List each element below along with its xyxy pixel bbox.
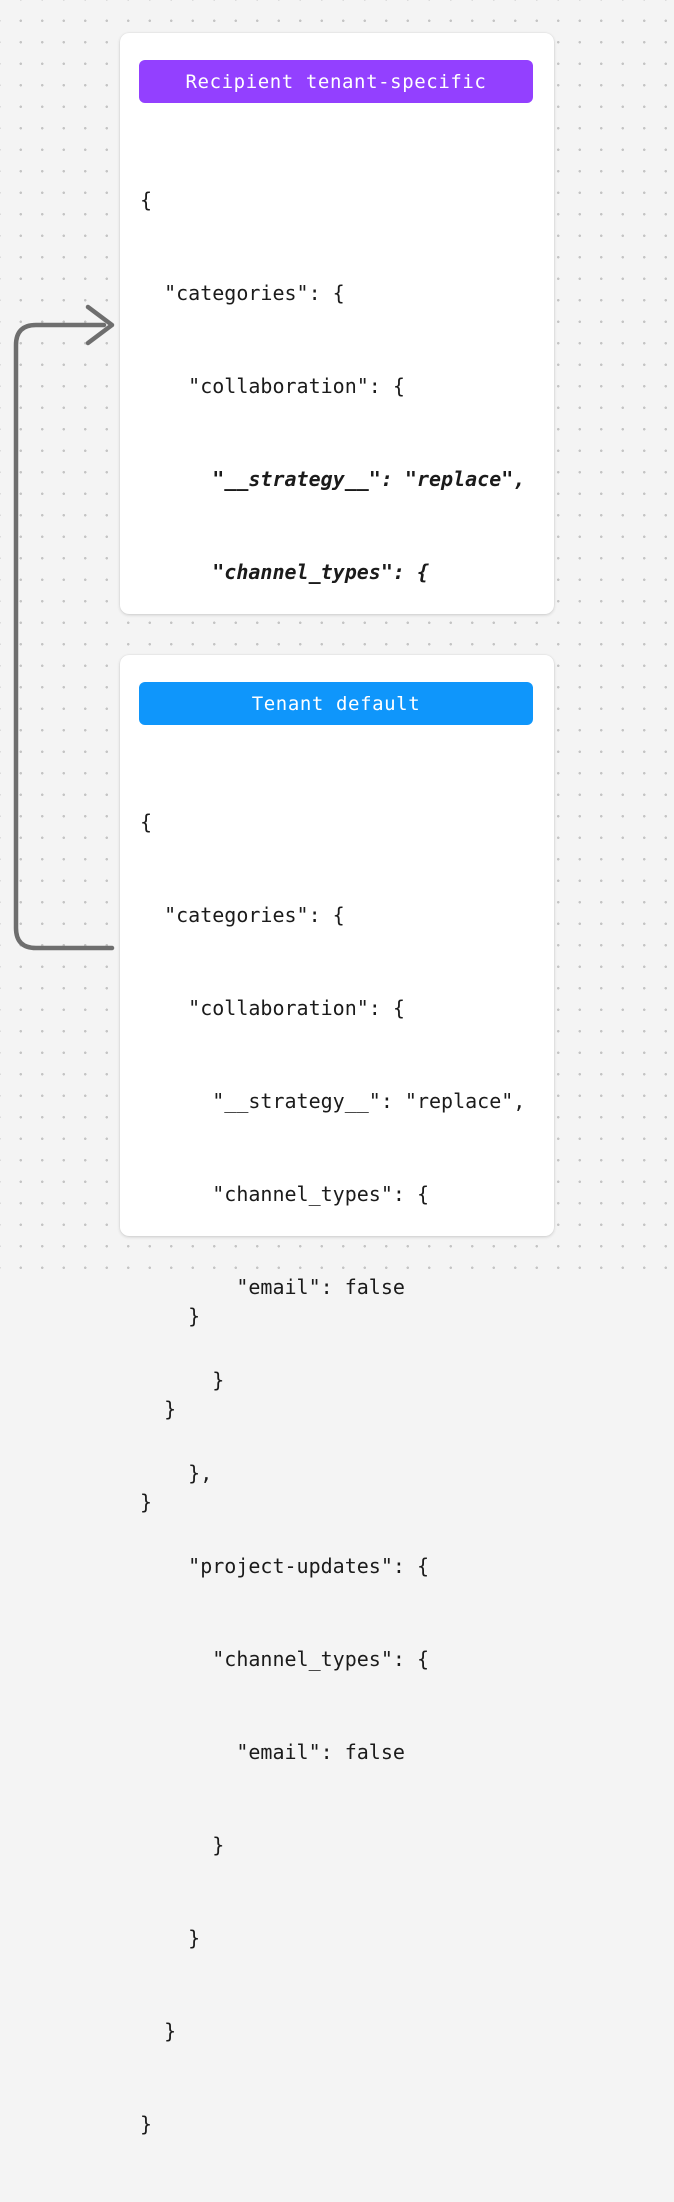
code-line: "collaboration": { (140, 996, 405, 1020)
code-line: "channel_types": { (140, 1647, 429, 1671)
code-line: }, (140, 1461, 213, 1485)
code-line: "__strategy__": "replace", (140, 467, 526, 491)
code-line: "collaboration": { (140, 374, 405, 398)
code-line: "email": false (140, 1275, 405, 1299)
code-line: "channel_types": { (140, 1182, 429, 1206)
code-line: "categories": { (140, 281, 345, 305)
badge-tenant-default: Tenant default (139, 682, 533, 725)
code-line: "project-updates": { (140, 1554, 429, 1578)
card-recipient-tenant-specific: Recipient tenant-specific { "categories"… (120, 33, 554, 1514)
code-line: } (140, 1368, 225, 1392)
code-line: } (140, 1833, 225, 1857)
code-line: "__strategy__": "replace", (140, 1089, 526, 1113)
override-arrow-icon (13, 304, 115, 951)
code-line: { (140, 810, 153, 834)
code-line: { (140, 188, 153, 212)
badge-recipient-tenant-specific: Recipient tenant-specific (139, 60, 533, 103)
code-line: "channel_types": { (140, 560, 429, 584)
card-tenant-default: Tenant default { "categories": { "collab… (120, 655, 554, 2136)
code-line: } (140, 1926, 201, 1950)
diagram-canvas: Recipient tenant-specific { "categories"… (0, 0, 674, 2136)
code-line: "email": false (140, 1740, 405, 1764)
code-line: } (140, 2019, 177, 2043)
code-line: } (140, 2112, 153, 2136)
code-block-tenant-default: { "categories": { "collaboration": { "__… (140, 745, 540, 2202)
code-line: "categories": { (140, 903, 345, 927)
